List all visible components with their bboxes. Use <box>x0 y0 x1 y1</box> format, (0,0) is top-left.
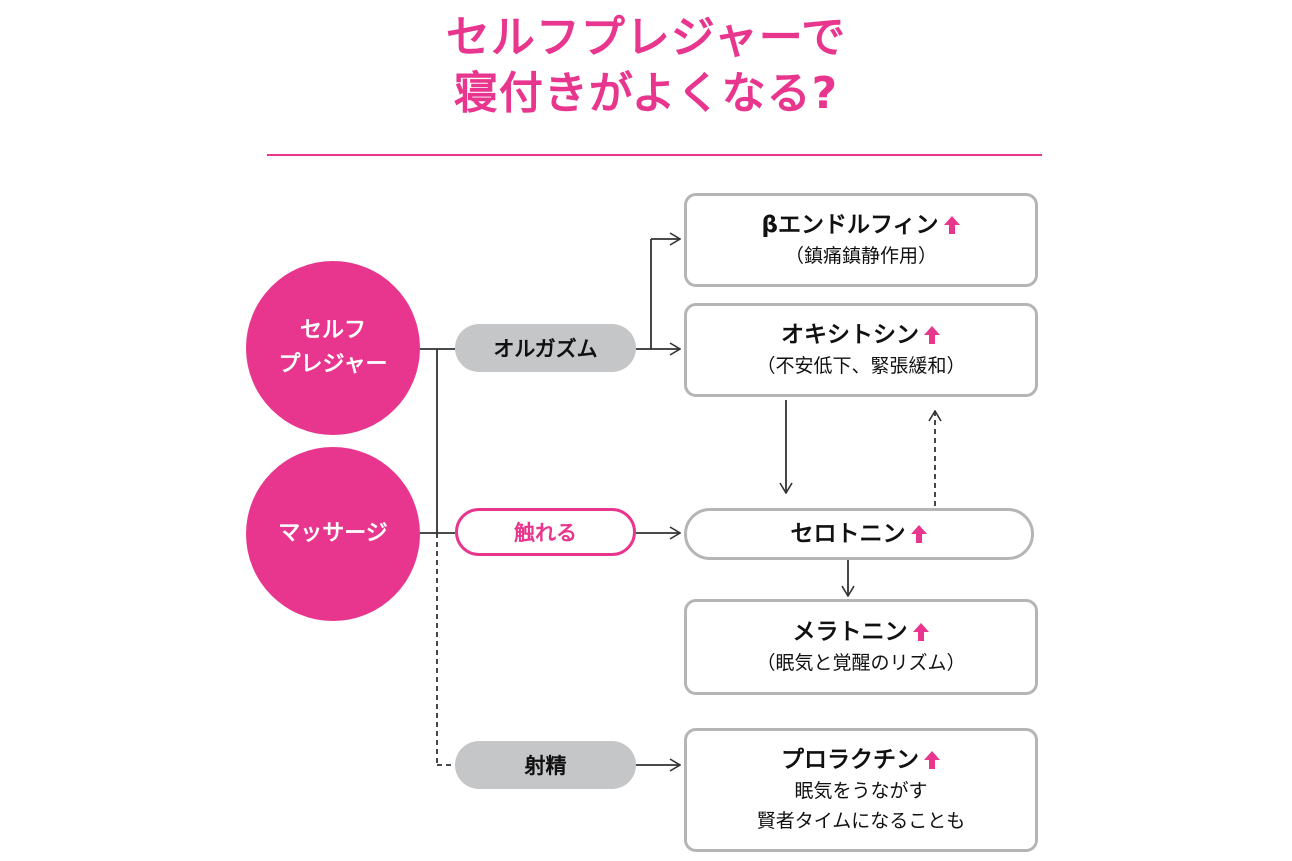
hormone-melatonin-name: メラトニン <box>792 619 908 645</box>
hormone-serotonin-name: セロトニン <box>790 521 906 547</box>
up-arrow-icon <box>924 326 940 344</box>
source-self-pleasure-line-1: セルフ <box>299 318 366 343</box>
hormone-prolactin-desc-line-2: 賢者タイムになることも <box>756 810 966 832</box>
source-self-pleasure-line-2: プレジャー <box>278 352 388 377</box>
hormone-oxytocin-name: オキシトシン <box>781 322 919 348</box>
action-orgasm: オルガズム <box>455 324 636 372</box>
hormone-prolactin: プロラクチン 眠気をうながす 賢者タイムになることも <box>684 728 1038 852</box>
title-line-2: 寝付きがよくなる? <box>453 68 839 119</box>
source-self-pleasure: セルフ プレジャー <box>246 261 420 435</box>
hormone-prolactin-name: プロラクチン <box>781 747 919 773</box>
action-ejaculation: 射精 <box>455 741 636 789</box>
source-massage: マッサージ <box>246 447 420 621</box>
title-line-1: セルフプレジャーで <box>445 12 847 63</box>
up-arrow-icon <box>943 216 960 234</box>
hormone-melatonin-desc: （眠気と覚醒のリズム） <box>756 652 966 674</box>
hormone-oxytocin: オキシトシン （不安低下、緊張緩和） <box>684 303 1038 397</box>
hormone-oxytocin-desc: （不安低下、緊張緩和） <box>756 355 966 377</box>
hormone-endorphin-desc: （鎮痛鎮静作用） <box>784 245 937 267</box>
hormone-prolactin-desc-line-1: 眠気をうながす <box>794 780 928 802</box>
up-arrow-icon <box>910 525 927 543</box>
action-touch: 触れる <box>455 508 636 556</box>
hormone-melatonin: メラトニン （眠気と覚醒のリズム） <box>684 599 1038 695</box>
hormone-endorphin: βエンドルフィン （鎮痛鎮静作用） <box>684 193 1038 287</box>
hormone-endorphin-name: βエンドルフィン <box>761 212 939 238</box>
hormone-serotonin: セロトニン <box>684 508 1034 560</box>
source-massage-label: マッサージ <box>278 521 388 546</box>
title-divider <box>267 154 1042 156</box>
up-arrow-icon <box>912 623 929 641</box>
up-arrow-icon <box>924 751 940 769</box>
